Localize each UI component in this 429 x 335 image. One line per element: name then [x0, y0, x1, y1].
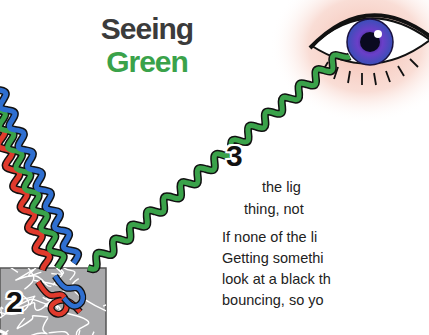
fibre	[0, 318, 48, 335]
fibre	[49, 332, 92, 335]
body-text: bouncing, so yo	[222, 291, 324, 309]
body-text: If none of the li	[222, 228, 317, 246]
fibre	[19, 302, 49, 310]
wave-outline	[88, 55, 350, 269]
fibre	[103, 304, 106, 314]
reflected-green-wave	[88, 55, 350, 269]
body-text: thing, not	[244, 200, 304, 218]
absorbed-outline	[55, 276, 83, 306]
callout-number: 3	[226, 140, 243, 172]
callout-number: 2	[6, 286, 23, 318]
body-text: the lig	[262, 178, 301, 196]
body-text: Getting somethi	[222, 249, 324, 267]
fibre	[0, 307, 3, 327]
blue-light-wave	[0, 80, 78, 263]
body-text: look at a black th	[222, 270, 331, 288]
red-light-wave	[0, 118, 49, 270]
absorbed-blue	[55, 276, 83, 306]
fibre	[16, 269, 52, 286]
fibre	[0, 268, 18, 272]
title: Seeing Green	[92, 12, 202, 78]
eye-glow	[270, 0, 429, 123]
fibre	[67, 332, 98, 335]
